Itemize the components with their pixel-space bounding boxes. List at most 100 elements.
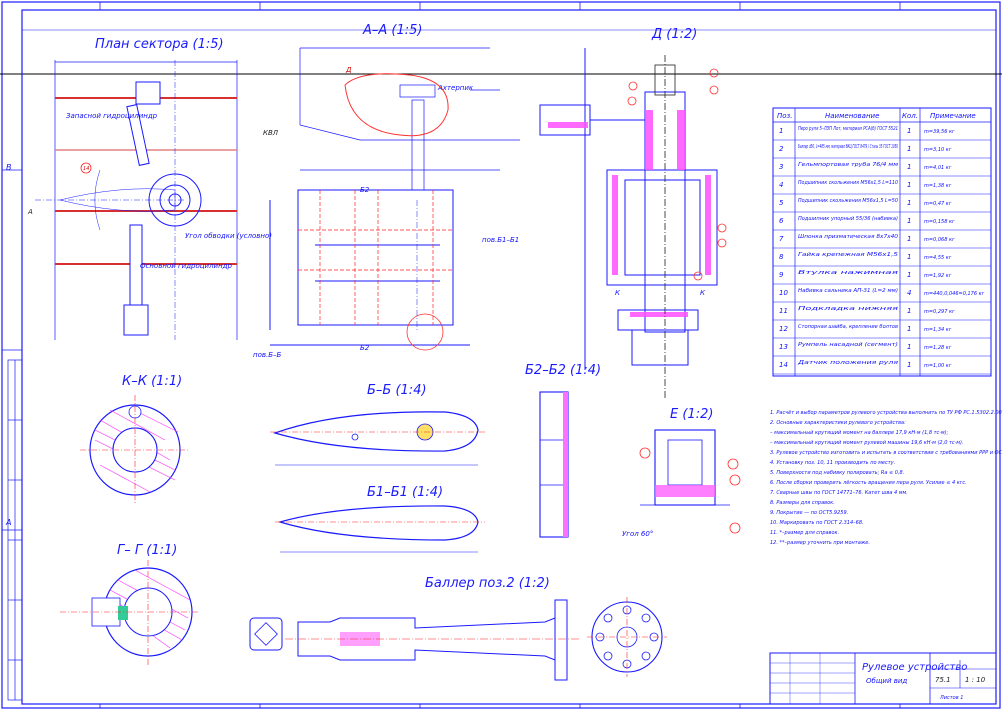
table-cell-note: m=39,56 кг: [924, 129, 955, 135]
plan-view-title: План сектора (1:5): [95, 37, 224, 52]
b-b-view: Б–Б (1:4): [270, 383, 485, 466]
table-cell-pos: 10: [779, 289, 788, 297]
table-cell-pos: 12: [779, 325, 788, 333]
table-rows: 1 Перо руля 5–ЛЗП Лот, материал РСА(б) ГО…: [773, 126, 991, 375]
note-line: 5. Поверхности под набивку полировать; R…: [770, 470, 904, 476]
stamp-title: Рулевое устройство: [862, 662, 967, 673]
table-cell-note: m=0,068 кг: [924, 237, 955, 243]
baller-view: Баллер поз.2 (1:2): [249, 576, 667, 681]
table-cell-pos: 2: [779, 145, 784, 153]
table-cell-note: m=1,28 кг: [924, 345, 952, 351]
akhterpik-label: Ахтерпик: [437, 84, 474, 92]
table-cell-qty: 1: [907, 145, 911, 153]
kvl-label: КВЛ: [263, 129, 279, 137]
table-cell-note: m=1,92 кг: [924, 273, 952, 279]
table-cell-qty: 1: [907, 343, 911, 351]
plan-view: План сектора (1:5): [27, 37, 272, 340]
b1-b1-view: Б1–Б1 (1:4): [275, 485, 485, 553]
table-cell-note: m=1,34 кг: [924, 327, 952, 333]
table-cell-note: m=4,01 кг: [924, 165, 952, 171]
table-cell-pos: 4: [779, 181, 783, 189]
stamp-scale: 1 : 10: [965, 676, 986, 684]
table-cell-name: Втулка нажимная: [798, 270, 898, 276]
col-pos: Поз.: [777, 112, 793, 120]
k-k-view: К–К (1:1): [80, 374, 190, 505]
table-cell-name: Шпонка призматическая 8x7x40: [798, 234, 898, 240]
table-cell-qty: 1: [907, 271, 911, 279]
k-k-title: К–К (1:1): [122, 374, 182, 389]
table-cell-name: Перо руля 5–ЛЗП Лот, материал РСА(б) ГОС…: [798, 126, 898, 132]
reserve-cylinder-label: Запасной гидроцилиндр: [66, 112, 158, 120]
svg-text:А: А: [27, 208, 33, 216]
table-cell-qty: 1: [907, 199, 911, 207]
table-cell-note: m=1,38 кг: [924, 183, 952, 189]
d-view: Д (1:2) К К: [539, 27, 727, 400]
table-cell-pos: 13: [779, 343, 788, 351]
table-cell-name: Румпель насадной (сегмент): [798, 342, 898, 348]
table-cell-name: Датчик положения руля: [796, 360, 898, 366]
stamp-code: 75.1: [935, 676, 951, 684]
table-cell-note: m=0,158 кг: [924, 219, 955, 225]
note-line: 9. Покрытие — по ОСТ5.9259.: [770, 510, 848, 516]
col-qty: Кол.: [902, 112, 918, 120]
table-cell-note: m=0,297 кг: [924, 309, 955, 315]
table-cell-name: Подшипник скольжения М56х1,5 L=50: [798, 198, 898, 204]
d-view-title: Д (1:2): [651, 27, 697, 42]
note-line: – максимальный крутящий момент рулевой м…: [770, 440, 964, 446]
table-cell-name: Подкладка нижняя: [798, 306, 898, 312]
table-cell-note: m=1,00 кг: [924, 363, 952, 369]
note-line: 3. Рулевое устройство изготовить и испыт…: [770, 450, 1002, 456]
table-cell-pos: 14: [779, 361, 788, 369]
table-cell-qty: 1: [907, 163, 911, 171]
title-block: Рулевое устройство Общий вид 75.1 1 : 10…: [769, 652, 997, 705]
g-g-view: Г– Г (1:1): [60, 543, 200, 665]
table-cell-name: Баллер d50, L=485 мм, материал ВКЦ ГОСТ …: [798, 144, 898, 150]
svg-text:Б2: Б2: [360, 186, 370, 194]
note-line: 12. **–размер уточнить при монтаже.: [770, 540, 870, 546]
note-line: 6. После сборки проверить лёгкость враще…: [770, 480, 967, 486]
col-name: Наименование: [825, 112, 879, 120]
b2-b2-view: Б2–Б2 (1:4): [525, 363, 601, 538]
table-cell-pos: 9: [779, 271, 784, 279]
table-cell-note: m=3,10 кг: [924, 147, 952, 153]
angle-label: Угол обводки (условно): [185, 232, 272, 240]
table-cell-note: m=4,55 кг: [924, 255, 952, 261]
pov-b1-label: пов.Б1–Б1: [482, 236, 519, 244]
svg-text:К: К: [700, 289, 706, 297]
g-g-title: Г– Г (1:1): [117, 543, 177, 558]
spec-table: Поз. Наименование Кол. Примечание 1 Перо …: [772, 107, 992, 377]
svg-text:14: 14: [83, 166, 89, 172]
note-line: 8. Размеры для справок.: [770, 500, 835, 506]
angle60-label: Угол 60°: [622, 530, 653, 538]
table-cell-qty: 1: [907, 307, 911, 315]
pov-b-label: пов.Б–Б: [253, 351, 282, 359]
table-cell-note: m=0,47 кг: [924, 201, 952, 207]
table-cell-qty: 1: [907, 127, 911, 135]
table-cell-qty: 1: [907, 217, 911, 225]
table-cell-pos: 8: [779, 253, 784, 261]
table-cell-pos: 6: [779, 217, 784, 225]
svg-text:Д: Д: [345, 66, 352, 74]
table-cell-qty: 1: [907, 235, 911, 243]
a-a-view: А–А (1:5) Ахтерпик КВЛ Д: [253, 23, 520, 359]
a-a-title: А–А (1:5): [362, 23, 422, 38]
note-line: 2. Основные характеристики рулевого устр…: [770, 420, 906, 426]
svg-text:К: К: [615, 289, 621, 297]
table-cell-pos: 7: [779, 235, 784, 243]
table-cell-note: m=440,0,046=0,176 кг: [924, 291, 985, 297]
table-cell-pos: 3: [779, 163, 783, 171]
note-line: 1. Расчёт и выбор параметров рулевого ус…: [770, 410, 1002, 416]
table-cell-pos: 11: [779, 307, 788, 315]
table-cell-qty: 1: [907, 181, 911, 189]
note-line: 4. Установку поз. 10, 11 производить по …: [770, 460, 895, 466]
main-cylinder-label: Основной гидроцилиндр: [140, 262, 233, 270]
stamp-subtitle: Общий вид: [866, 677, 907, 685]
e-view: Е (1:2) Угол 60°: [622, 407, 741, 538]
table-cell-qty: 4: [907, 289, 911, 297]
table-cell-qty: 1: [907, 361, 911, 369]
svg-text:В: В: [6, 163, 12, 172]
col-note: Примечание: [930, 112, 976, 120]
technical-notes: 1. Расчёт и выбор параметров рулевого ус…: [770, 410, 1002, 546]
b2-b2-title: Б2–Б2 (1:4): [525, 363, 601, 378]
